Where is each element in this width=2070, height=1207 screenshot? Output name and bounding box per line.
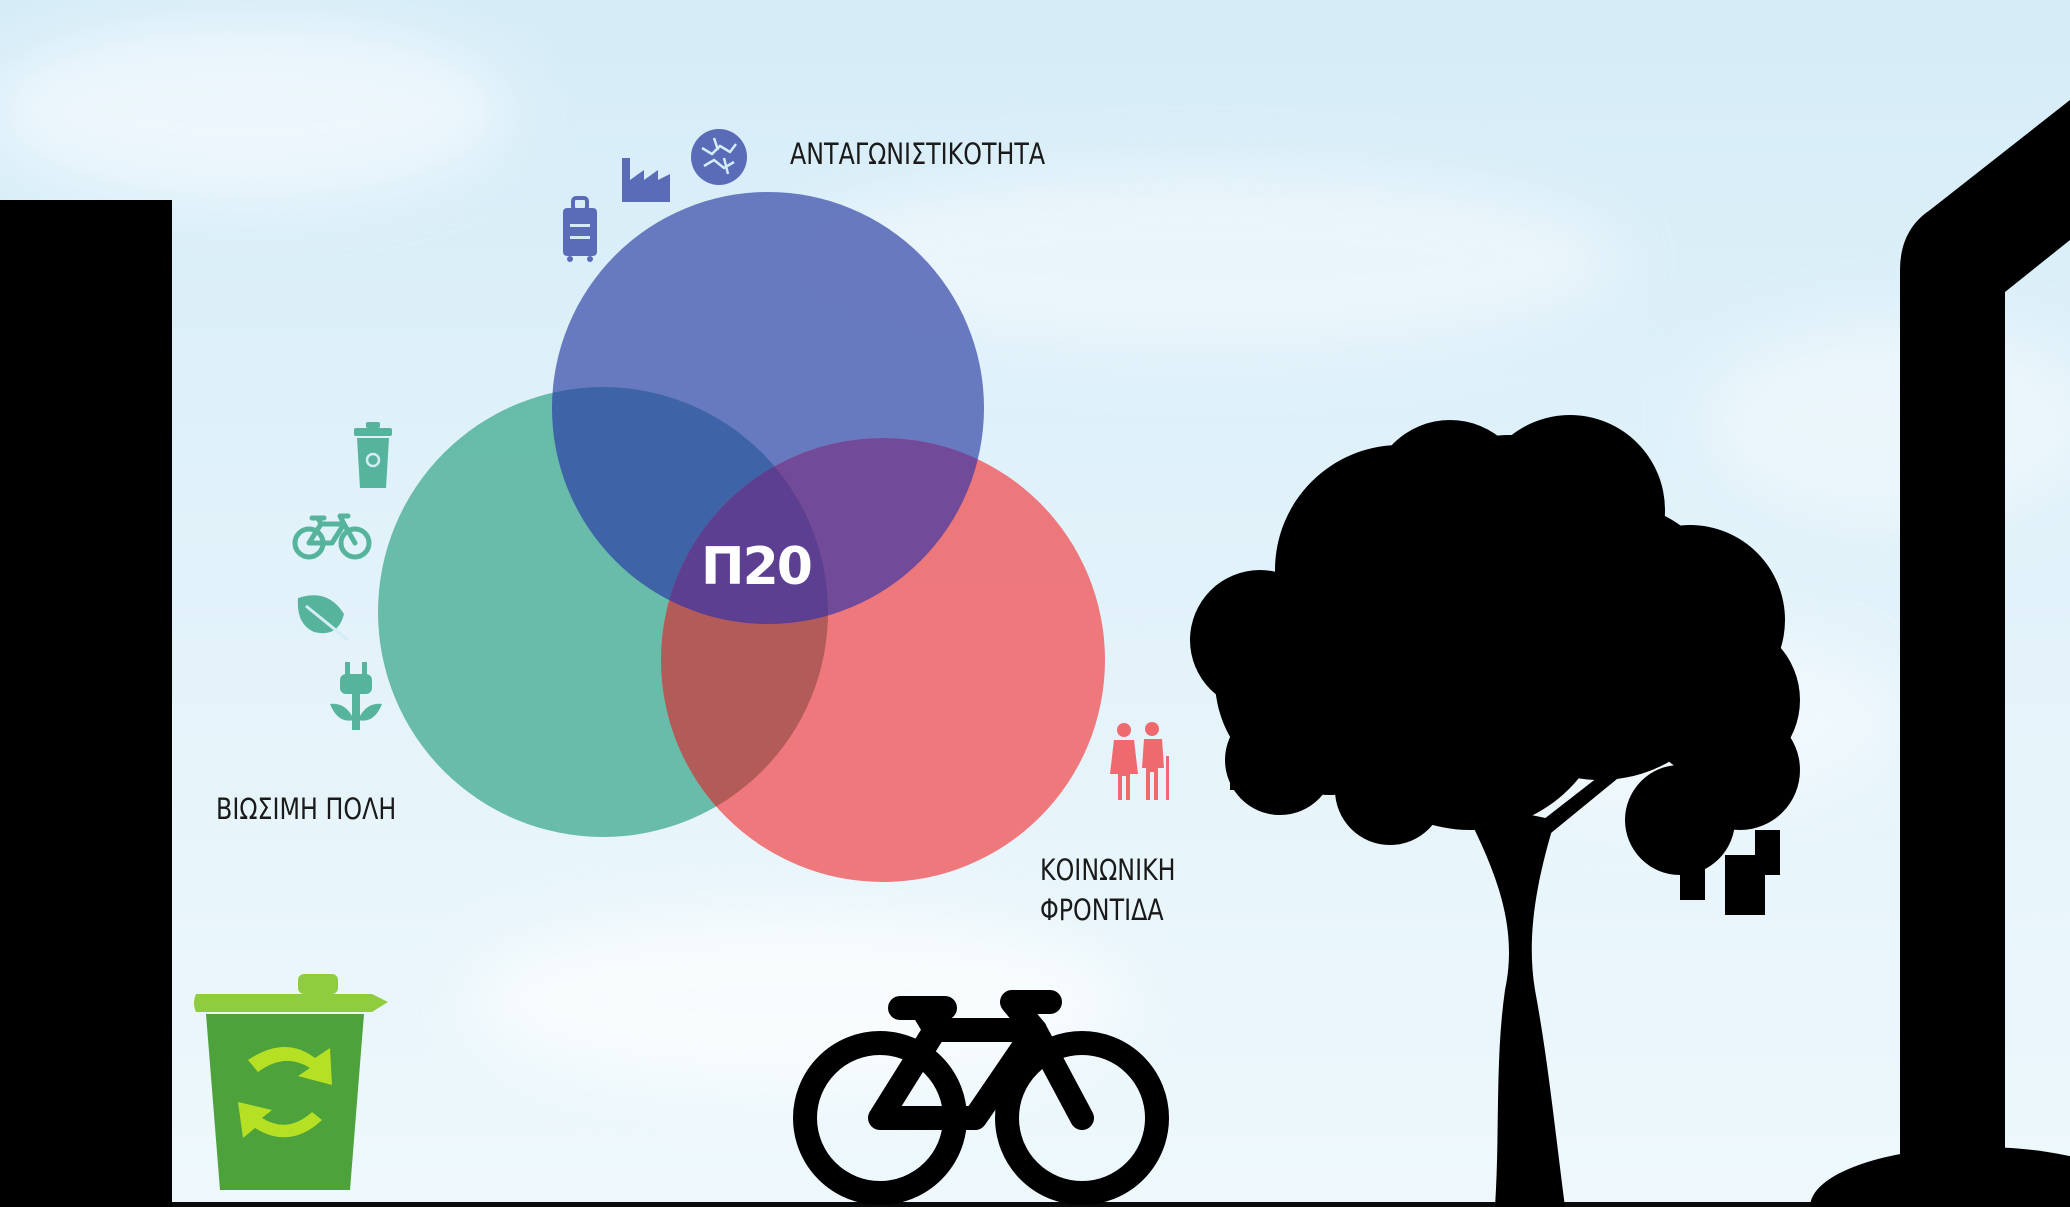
left-building-silhouette — [0, 200, 172, 1207]
leaf-icon — [297, 595, 349, 642]
competitiveness-label: ΑΝΤΑΓΩΝΙΣΤΙΚΟΤΗΤΑ — [790, 137, 1046, 171]
tree-silhouette — [1190, 415, 1800, 1207]
social-care-label-line2: ΦΡΟΝΤΙΔΑ — [1040, 893, 1164, 927]
venn-diagram — [378, 192, 1105, 882]
social-care-label-line1: ΚΟΙΝΩΝΙΚΗ — [1040, 853, 1176, 887]
sustainable-city-label: ΒΙΩΣΙΜΗ ΠΟΛΗ — [216, 792, 397, 826]
bicycle-illustration — [793, 990, 1169, 1205]
factory-icon — [622, 158, 670, 202]
p20-logo-text: Π20 — [701, 537, 813, 597]
recycle-bin-icon — [354, 422, 392, 488]
suitcase-icon — [563, 196, 597, 262]
p20-logo: Π20 — [692, 540, 820, 594]
bicycle-icon — [292, 513, 372, 560]
plug-plant-icon — [330, 662, 382, 730]
globe-icon — [691, 129, 747, 185]
recycle-bin-illustration — [194, 974, 388, 1190]
lamp-post-silhouette — [1900, 100, 2070, 1207]
elderly-couple-icon — [1110, 722, 1169, 800]
